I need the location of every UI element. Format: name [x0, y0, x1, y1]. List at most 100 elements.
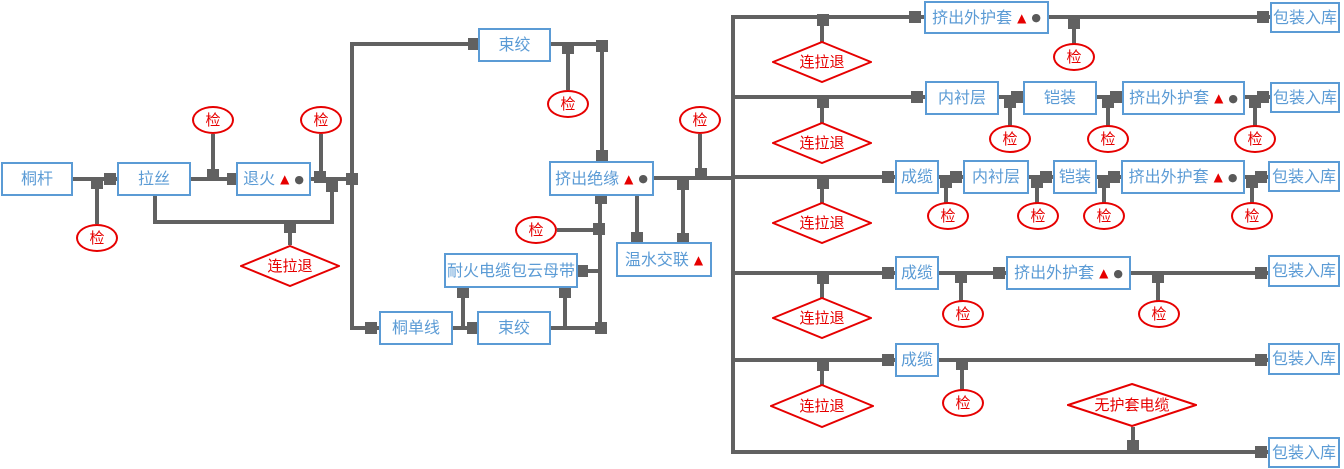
box-tonggan: 桐杆 [1, 162, 73, 196]
inspection-label: 检 [89, 228, 105, 247]
connector-joint [1068, 17, 1080, 29]
inspection-label: 检 [1244, 206, 1260, 225]
inspection-label: 检 [955, 393, 971, 412]
connector-joint [882, 171, 894, 183]
box-baozhuang-ruku-r4: 包装入库 [1268, 255, 1340, 287]
box-kaizhuang-r3-label: 铠装 [1058, 167, 1091, 186]
inspection-label: 检 [1096, 206, 1112, 225]
connector-joint [631, 232, 643, 244]
box-chenglan-r3-label: 成缆 [900, 167, 933, 186]
connector-line [733, 95, 925, 99]
box-wenshui-jiaolian: 温水交联▲ [616, 242, 712, 277]
box-jichu-waihutao-r4-label: 挤出外护套 [1014, 263, 1095, 282]
connector-joint [559, 286, 571, 298]
warning-triangle-icon: ▲ [624, 171, 634, 186]
connector-line [733, 358, 895, 362]
box-chenglan-r5-label: 成缆 [900, 350, 933, 369]
connector-joint [1257, 91, 1269, 103]
box-neichenceng-r2: 内衬层 [925, 81, 999, 115]
connector-joint [1255, 354, 1267, 366]
box-jichu-waihutao-r1: 挤出外护套▲● [924, 1, 1049, 34]
connector-line [319, 134, 323, 179]
connector-line [820, 179, 824, 203]
connector-line [733, 271, 895, 275]
connector-line [461, 288, 465, 328]
inspection-label: 检 [940, 206, 956, 225]
box-shujiao-top-label: 束绞 [498, 35, 531, 54]
box-jichu-waihutao-r2-label: 挤出外护套 [1129, 88, 1210, 107]
connector-line [820, 362, 824, 386]
connector-joint [457, 286, 469, 298]
box-chenglan-r3: 成缆 [895, 160, 939, 194]
connector-joint [562, 42, 574, 54]
inspection-circle-8: 检 [1087, 125, 1129, 153]
connector-line [635, 195, 639, 242]
warning-triangle-icon: ▲ [1017, 10, 1027, 25]
dot-marker-icon: ● [294, 172, 304, 186]
connector-line [1250, 179, 1254, 203]
box-neichenceng-r3-label: 内衬层 [971, 167, 1020, 186]
dot-marker-icon: ● [1228, 91, 1238, 105]
connector-joint [284, 221, 296, 233]
dot-marker-icon: ● [1113, 266, 1123, 280]
box-baozhuang-ruku-r6-label: 包装入库 [1271, 442, 1336, 462]
connector-joint [104, 173, 116, 185]
connector-joint [817, 14, 829, 26]
connector-line [578, 269, 602, 273]
connector-line [566, 46, 570, 90]
box-baozhuang-ruku-r4-label: 包装入库 [1271, 261, 1336, 280]
box-tongdanxian: 桐单线 [379, 311, 453, 345]
warning-triangle-icon: ▲ [1214, 91, 1224, 105]
connector-joint [1110, 91, 1122, 103]
connector-joint [1255, 267, 1267, 279]
inspection-label: 检 [955, 304, 971, 323]
warning-triangle-icon: ▲ [1213, 170, 1223, 184]
connector-line [698, 134, 702, 179]
connector-joint [365, 322, 377, 334]
inspection-circle-3: 检 [547, 90, 589, 118]
inspection-label: 检 [1030, 206, 1046, 225]
diamond-lianlatui-r4-label: 连拉退 [799, 308, 845, 327]
connector-joint [326, 180, 338, 192]
connector-line [153, 195, 157, 224]
inspection-label: 检 [1100, 129, 1116, 148]
connector-line [1253, 99, 1257, 126]
box-baozhuang-ruku-r3: 包装入库 [1268, 161, 1340, 192]
connector-joint [1255, 446, 1267, 458]
connector-line [1131, 271, 1268, 275]
box-tonggan-label: 桐杆 [20, 169, 53, 188]
inspection-circle-2: 检 [300, 106, 342, 134]
connector-line [960, 362, 964, 390]
inspection-circle-7: 检 [989, 125, 1031, 153]
connector-line [551, 326, 602, 330]
box-baozhuang-ruku-r2-label: 包装入库 [1272, 87, 1337, 107]
connector-line [350, 42, 354, 330]
inspection-label: 检 [692, 110, 708, 129]
diamond-lianlatui-r1: 连拉退 [772, 41, 872, 83]
inspection-label: 检 [1002, 129, 1018, 148]
connector-joint [1011, 91, 1023, 103]
connector-joint [882, 267, 894, 279]
inspection-circle-13: 检 [1231, 202, 1273, 230]
box-kaizhuang-r3: 铠装 [1053, 160, 1097, 194]
box-baozhuang-ruku-r1-label: 包装入库 [1272, 7, 1337, 27]
connector-line [820, 19, 824, 42]
inspection-label: 检 [560, 94, 576, 113]
diamond-lianlatui-r3-label: 连拉退 [799, 213, 845, 232]
connector-line [944, 179, 948, 203]
diamond-lianlatui-r5-label: 连拉退 [799, 396, 845, 415]
box-jichu-jueyuan-label: 挤出绝缘 [555, 168, 620, 188]
connector-joint [677, 178, 689, 190]
connector-line [939, 358, 1268, 362]
connector-joint [817, 96, 829, 108]
inspection-circle-16: 检 [942, 389, 984, 417]
connector-joint [596, 40, 608, 52]
connector-joint [950, 171, 962, 183]
inspection-circle-15: 检 [1138, 300, 1180, 328]
inspection-label: 检 [1247, 129, 1263, 148]
connector-line [733, 175, 895, 179]
box-baozhuang-ruku-r5: 包装入库 [1268, 343, 1340, 375]
connector-line [1035, 179, 1039, 203]
connector-joint [1152, 271, 1164, 283]
